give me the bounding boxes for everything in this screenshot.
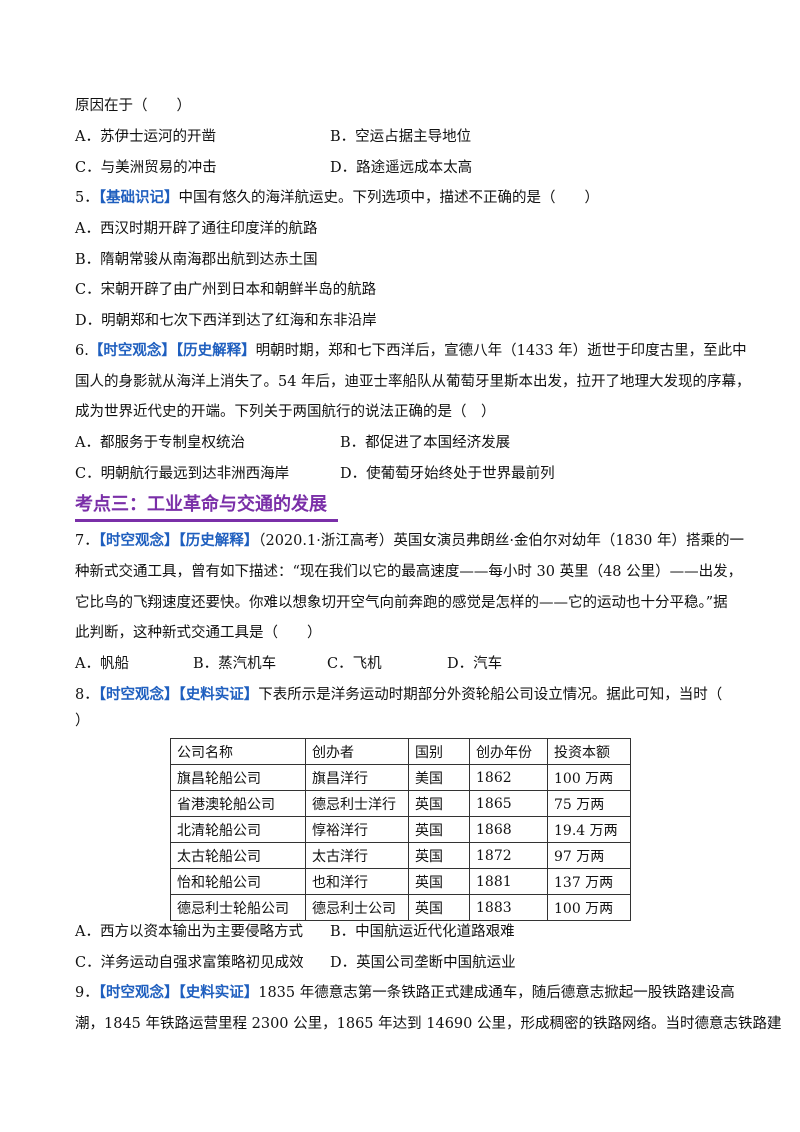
q4-option-a: A．苏伊士运河的开凿: [75, 129, 216, 145]
table-row: 省港澳轮船公司 德忌利士洋行 英国 1865 75 万两: [170, 790, 631, 817]
q9-tag-1: 【时空观念】: [98, 984, 179, 1001]
table-header-cell: 投资本额: [547, 738, 631, 765]
table-row: 德忌利士轮船公司 德忌利士公司 英国 1883 100 万两: [170, 894, 631, 921]
q4-stem-end: 原因在于（ ）: [75, 98, 191, 114]
table-cell: 1862: [469, 764, 548, 791]
table-cell: 100 万两: [547, 764, 631, 791]
table-cell: 怡和轮船公司: [170, 868, 306, 895]
q6-option-d: D．使葡萄牙始终处于世界最前列: [340, 466, 555, 482]
q8-option-c: C．洋务运动自强求富策略初见成效: [75, 955, 304, 971]
q7-option-a: A．帆船: [75, 656, 129, 672]
table-cell: 英国: [408, 842, 470, 869]
table-row: 怡和轮船公司 也和洋行 英国 1881 137 万两: [170, 868, 631, 895]
table-row: 北清轮船公司 惇裕洋行 英国 1868 19.4 万两: [170, 816, 631, 843]
q6-stem-text-1: 明朝时期，郑和七下西洋后，宣德八年（1433 年）逝世于印度古里，至此中: [255, 343, 747, 359]
q5-option-c: C．宋朝开辟了由广州到日本和朝鲜半岛的航路: [75, 282, 377, 298]
table-header-cell: 创办年份: [469, 738, 548, 765]
q6-option-c: C．明朝航行最远到达非洲西海岸: [75, 466, 290, 482]
q9-number: 9．: [75, 985, 99, 1001]
table-cell: 1868: [469, 816, 548, 843]
table-cell: 1881: [469, 868, 548, 895]
q6-option-b: B．都促进了本国经济发展: [340, 435, 511, 451]
q9-stem-line1: 9．【时空观念】【史料实证】1835 年德意志第一条铁路正式建成通车，随后德意志…: [75, 983, 735, 1003]
q7-option-c: C．飞机: [327, 656, 382, 672]
q9-stem-line2: 潮，1845 年铁路运营里程 2300 公里，1865 年达到 14690 公里…: [75, 1016, 782, 1032]
table-cell: 1883: [469, 894, 548, 921]
table-cell: 省港澳轮船公司: [170, 790, 306, 817]
table-row: 旗昌轮船公司 旗昌洋行 美国 1862 100 万两: [170, 764, 631, 791]
table-header-row: 公司名称 创办者 国别 创办年份 投资本额: [170, 738, 631, 765]
table-cell: 美国: [408, 764, 470, 791]
table-cell: 19.4 万两: [547, 816, 631, 843]
q6-stem-line1: 6.【时空观念】【历史解释】明朝时期，郑和七下西洋后，宣德八年（1433 年）逝…: [75, 341, 747, 361]
q7-tag-1: 【时空观念】: [98, 532, 179, 549]
q5-number: 5．: [75, 190, 99, 206]
table-cell: 惇裕洋行: [305, 816, 409, 843]
q8-option-d: D．英国公司垄断中国航运业: [330, 955, 516, 971]
q8-stem-text-1: 下表所示是洋务运动时期部分外资轮船公司设立情况。据此可知，当时（: [258, 687, 723, 703]
table-cell: 北清轮船公司: [170, 816, 306, 843]
q8-tag-1: 【时空观念】: [98, 686, 179, 703]
table-cell: 1872: [469, 842, 548, 869]
q5-stem: 5．【基础识记】中国有悠久的海洋航运史。下列选项中，描述不正确的是（ ）: [75, 188, 599, 208]
q6-stem-line2: 国人的身影就从海洋上消失了。54 年后，迪亚士率船队从葡萄牙里斯本出发，拉开了地…: [75, 374, 751, 390]
table-cell: 也和洋行: [305, 868, 409, 895]
table-cell: 德忌利士公司: [305, 894, 409, 921]
table-cell: 旗昌洋行: [305, 764, 409, 791]
q7-option-b: B．蒸汽机车: [193, 656, 277, 672]
table-cell: 旗昌轮船公司: [170, 764, 306, 791]
q6-tag-2: 【历史解释】: [175, 342, 256, 359]
q7-tag-2: 【历史解释】: [178, 532, 259, 549]
q4-option-d: D．路途遥远成本太高: [330, 160, 473, 176]
table-cell: 97 万两: [547, 842, 631, 869]
section-heading: 考点三：工业革命与交通的发展: [75, 494, 327, 515]
q6-stem-line3: 成为世界近代史的开端。下列关于两国航行的说法正确的是（ ）: [75, 404, 496, 420]
q7-stem-line4: 此判断，这种新式交通工具是（ ）: [75, 625, 322, 641]
q8-option-b: B．中国航运近代化道路艰难: [330, 924, 515, 940]
q4-option-b: B．空运占据主导地位: [330, 129, 472, 145]
table-cell: 英国: [408, 894, 470, 921]
table-header-cell: 创办者: [305, 738, 409, 765]
q6-tag-1: 【时空观念】: [88, 342, 176, 359]
table-cell: 1865: [469, 790, 548, 817]
q9-tag-2: 【史料实证】: [178, 984, 259, 1001]
q6-number: 6.: [75, 343, 89, 359]
table-cell: 英国: [408, 816, 470, 843]
table-header-cell: 国别: [408, 738, 470, 765]
q5-stem-text: 中国有悠久的海洋航运史。下列选项中，描述不正确的是（ ）: [178, 190, 599, 206]
q7-stem-line2: 种新式交通工具，曾有如下描述：“现在我们以它的最高速度——每小时 30 英里（4…: [75, 564, 743, 580]
q5-option-a: A．西汉时期开辟了通往印度洋的航路: [75, 221, 318, 237]
q8-stem-line1: 8．【时空观念】【史料实证】下表所示是洋务运动时期部分外资轮船公司设立情况。据此…: [75, 685, 722, 705]
q6-option-a: A．都服务于专制皇权统治: [75, 435, 245, 451]
table-cell: 太古洋行: [305, 842, 409, 869]
table-cell: 英国: [408, 790, 470, 817]
q5-option-d: D．明朝郑和七次下西洋到达了红海和东非沿岸: [75, 313, 377, 329]
q8-number: 8．: [75, 687, 99, 703]
table-row: 太古轮船公司 太古洋行 英国 1872 97 万两: [170, 842, 631, 869]
q8-option-a: A．西方以资本输出为主要侵略方式: [75, 924, 303, 940]
table-cell: 100 万两: [547, 894, 631, 921]
section-underline: [75, 519, 338, 522]
q7-stem-line3: 它比鸟的飞翔速度还要快。你难以想象切开空气向前奔跑的感觉是怎样的——它的运动也十…: [75, 595, 728, 611]
table-cell: 德忌利士洋行: [305, 790, 409, 817]
table-cell: 137 万两: [547, 868, 631, 895]
table-cell: 75 万两: [547, 790, 631, 817]
q7-number: 7．: [75, 533, 99, 549]
q5-option-b: B．隋朝常骏从南海郡出航到达赤土国: [75, 252, 318, 268]
table-cell: 德忌利士轮船公司: [170, 894, 306, 921]
q9-stem-text-1: 1835 年德意志第一条铁路正式建成通车，随后德意志掀起一股铁路建设高: [258, 985, 735, 1001]
q5-tag: 【基础识记】: [98, 189, 179, 206]
table-header-cell: 公司名称: [170, 738, 306, 765]
company-table: 公司名称 创办者 国别 创办年份 投资本额 旗昌轮船公司 旗昌洋行 美国 186…: [170, 738, 631, 921]
q8-tag-2: 【史料实证】: [178, 686, 259, 703]
q7-stem-line1: 7．【时空观念】【历史解释】（2020.1·浙江高考）英国女演员弗朗丝·金伯尔对…: [75, 531, 744, 551]
q7-option-d: D．汽车: [447, 656, 503, 672]
q8-stem-line2: ）: [75, 713, 90, 729]
q7-stem-text-1: （2020.1·浙江高考）英国女演员弗朗丝·金伯尔对幼年（1830 年）搭乘的一: [258, 533, 744, 549]
table-cell: 英国: [408, 868, 470, 895]
table-cell: 太古轮船公司: [170, 842, 306, 869]
q4-option-c: C．与美洲贸易的冲击: [75, 160, 217, 176]
